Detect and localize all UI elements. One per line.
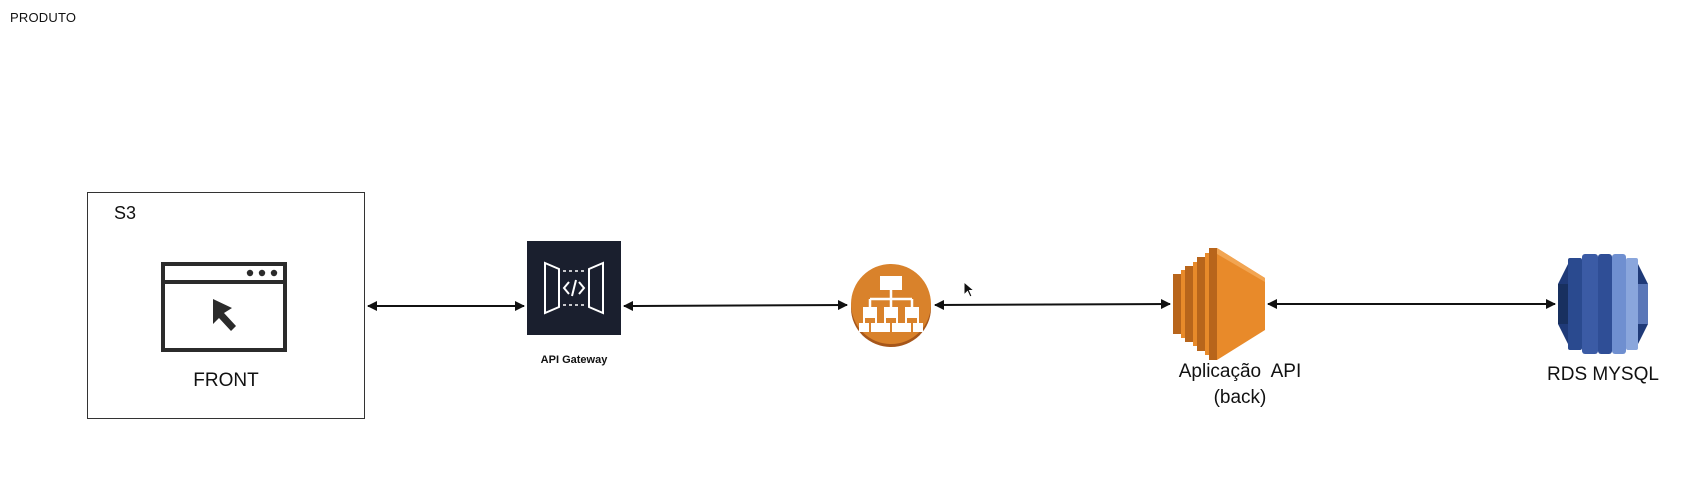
s3-label: S3: [114, 203, 137, 223]
page-title: PRODUTO: [10, 10, 77, 25]
ec2-icon[interactable]: [1173, 248, 1265, 360]
front-label: FRONT: [193, 370, 259, 391]
app-label: Aplicação API (back): [1178, 361, 1302, 408]
rds-label: RDS MYSQL: [1547, 364, 1659, 385]
api-gateway-label: API Gateway: [540, 354, 608, 366]
browser-window-cursor-icon: [161, 262, 287, 352]
arrow-api-gateway-to-load-balancer: [623, 300, 848, 311]
mouse-cursor-icon: [963, 281, 975, 298]
database-icon[interactable]: [1558, 254, 1648, 354]
api-gateway-icon[interactable]: [527, 241, 621, 335]
load-balancer-icon[interactable]: [850, 263, 932, 348]
arrow-load-balancer-to-app: [934, 299, 1171, 310]
s3-container[interactable]: S3 FRONT: [87, 192, 365, 419]
